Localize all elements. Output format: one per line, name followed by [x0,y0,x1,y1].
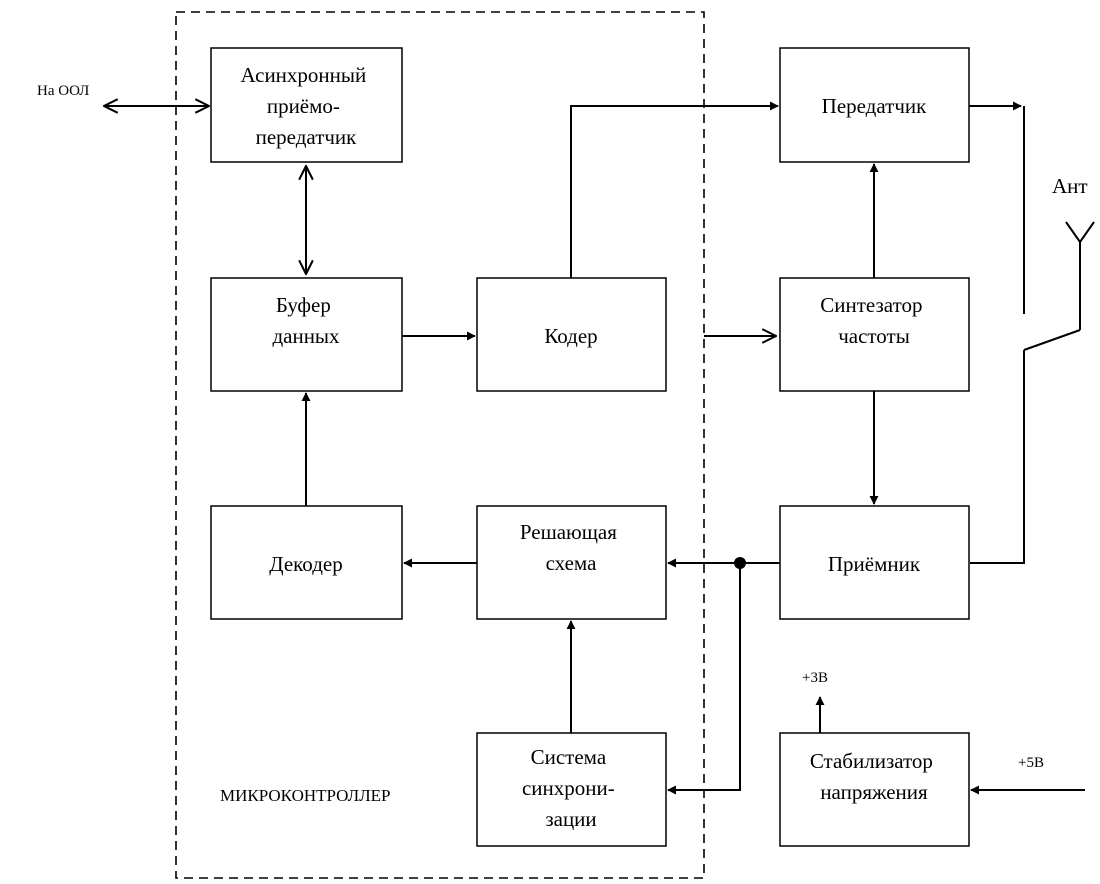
ool-label: На ООЛ [37,83,89,99]
svg-text:Декодер: Декодер [269,552,342,576]
receiver-block: Приёмник [779,505,970,620]
antenna-label: Ант [1052,174,1088,198]
svg-text:Кодер: Кодер [544,324,597,348]
plus3v-label: +3В [802,670,828,686]
uart-block: Асинхронный приёмо- передатчик [210,47,403,163]
svg-text:Приёмник: Приёмник [828,552,921,576]
microcontroller-label: МИКРОКОНТРОЛЛЕР [220,786,391,805]
microcontroller-boundary [175,11,705,879]
coder-block: Кодер [476,277,667,392]
svg-text:Асинхронный приёмо-: Асинхронный приёмо- передатчик [240,63,371,149]
data-buffer-block: Буфер данных [210,277,403,392]
coder-transmitter-arrow [570,101,779,278]
transmitter-block: Передатчик [779,47,970,163]
plus5v-label: +5В [1018,755,1044,771]
svg-text:Буфер данных: Буфер данных [272,293,340,348]
decision-circuit-block: Решающая схема [476,505,667,620]
voltage-regulator-block: Стабилизатор напряжения [779,732,970,847]
svg-text:Решающая схема: Решающая схема [520,520,622,575]
switch-blade [1023,329,1081,351]
svg-text:Стабилизатор напряжения: Стабилизатор напряжения [810,749,938,804]
decoder-block: Декодер [210,505,403,620]
svg-text:Передатчик: Передатчик [822,94,927,118]
frequency-synthesizer-block: Синтезатор частоты [779,277,970,392]
junction-sync-arrow [667,563,741,795]
sync-system-block: Система синхрони- зации [476,732,667,847]
antenna-icon [1065,221,1095,244]
switch-contact-rx [970,350,1025,564]
svg-text:Система синхрони-: Система синхрони- зации [522,745,620,831]
svg-text:Синтезатор частоты: Синтезатор частоты [820,293,927,348]
